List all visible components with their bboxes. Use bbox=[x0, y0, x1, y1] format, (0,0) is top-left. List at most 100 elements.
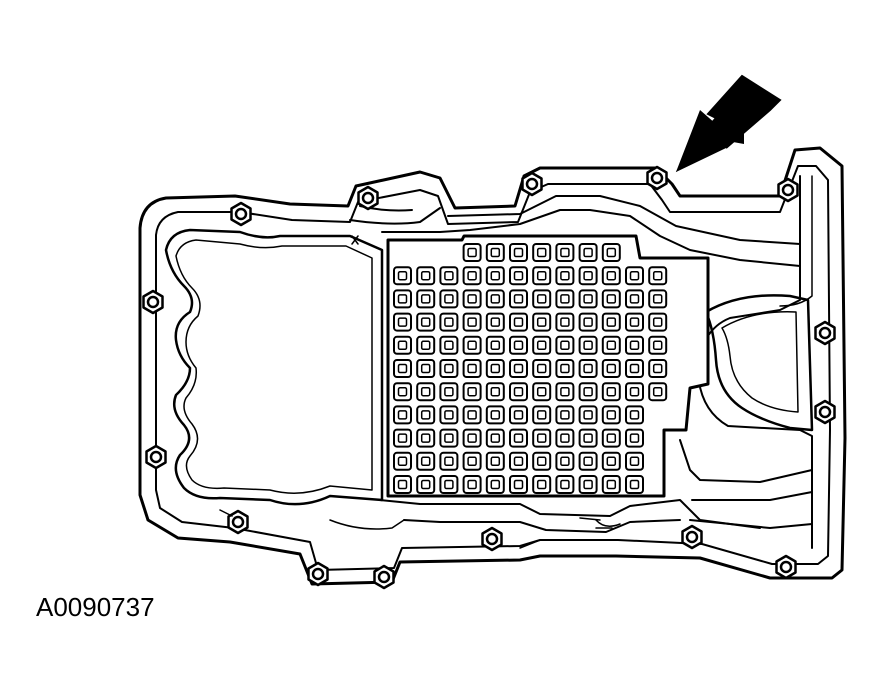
tray-cell bbox=[393, 382, 412, 402]
tray-cell bbox=[462, 243, 482, 262]
tray-cell bbox=[555, 335, 575, 355]
tray-cell-hole bbox=[560, 433, 570, 443]
tray-cell bbox=[532, 382, 552, 402]
tray-cell bbox=[439, 335, 459, 355]
tray-cell bbox=[578, 451, 598, 471]
bolt-center bbox=[234, 207, 248, 221]
tray-cell-hole bbox=[629, 340, 640, 351]
bolt-center bbox=[485, 532, 499, 546]
tray-cell-hole bbox=[606, 294, 617, 304]
tray-cell bbox=[509, 382, 528, 402]
bolt-center bbox=[231, 515, 245, 529]
tray-cell-hole bbox=[606, 433, 617, 443]
tray-cell-hole bbox=[606, 479, 617, 490]
right-rail-inner bbox=[779, 175, 813, 307]
bolt-center bbox=[650, 171, 664, 185]
tray-cell-hole bbox=[583, 340, 593, 351]
tray-cell bbox=[601, 451, 621, 471]
pointer-arrow-head bbox=[676, 100, 774, 172]
tray-cell bbox=[532, 289, 552, 309]
tray-cell-hole bbox=[629, 270, 640, 281]
tray-cell-hole bbox=[397, 317, 408, 327]
left-sump-contour bbox=[164, 228, 384, 506]
tray-cell bbox=[416, 428, 436, 448]
tray-cell bbox=[393, 289, 412, 309]
tray-cell-hole bbox=[420, 340, 431, 351]
pan-inner-flange bbox=[155, 165, 831, 571]
tray-cell-hole bbox=[606, 340, 617, 351]
tray-cell bbox=[462, 335, 482, 355]
bolt-center bbox=[685, 530, 699, 544]
lower-rail-2 bbox=[329, 519, 621, 530]
tray-cell-hole bbox=[420, 456, 431, 467]
tray-cell-hole bbox=[629, 456, 640, 467]
tray-cell bbox=[485, 359, 505, 378]
tray-cell-hole bbox=[583, 433, 593, 443]
bolt-center bbox=[377, 570, 391, 584]
tray-cell bbox=[485, 405, 505, 425]
tray-cell bbox=[439, 405, 459, 425]
tray-cell bbox=[439, 289, 459, 309]
tray-cell bbox=[509, 266, 528, 286]
tray-cell-hole bbox=[606, 456, 617, 467]
tray-cell-hole bbox=[490, 410, 501, 420]
tray-cell-hole bbox=[444, 386, 454, 397]
bolt-center bbox=[149, 450, 163, 464]
tray-cell-hole bbox=[536, 294, 547, 304]
tray-cell-hole bbox=[583, 410, 593, 420]
tray-cell-hole bbox=[629, 317, 640, 327]
tray-cell bbox=[532, 428, 552, 448]
tray-cell-hole bbox=[606, 386, 617, 397]
tray-cell bbox=[462, 289, 482, 309]
tray-cell bbox=[462, 359, 482, 378]
tray-cell bbox=[578, 312, 598, 332]
tray-cell bbox=[648, 382, 668, 402]
tray-cell bbox=[648, 359, 668, 378]
tray-cell bbox=[555, 405, 575, 425]
bolt-center bbox=[146, 295, 160, 309]
tray-cell-hole bbox=[444, 317, 454, 327]
tray-cell bbox=[462, 405, 482, 425]
tray-cell bbox=[393, 428, 412, 448]
tray-cell-hole bbox=[583, 386, 593, 397]
tray-cell bbox=[462, 475, 482, 494]
tray-cell bbox=[555, 243, 575, 262]
tray-cell bbox=[485, 451, 505, 471]
tray-cell bbox=[578, 475, 598, 494]
tray-cell bbox=[439, 382, 459, 402]
tray-cell bbox=[509, 428, 528, 448]
tray-cell-hole bbox=[583, 270, 593, 281]
tray-cell bbox=[509, 243, 528, 262]
tray-cell bbox=[485, 312, 505, 332]
tray-cell-hole bbox=[629, 294, 640, 304]
tray-cell-hole bbox=[560, 294, 570, 304]
tray-cell bbox=[439, 312, 459, 332]
tray-cell-hole bbox=[583, 294, 593, 304]
tray-cell-hole bbox=[536, 456, 547, 467]
tray-cell-hole bbox=[536, 386, 547, 397]
tray-cell bbox=[439, 475, 459, 494]
tray-cell bbox=[625, 266, 644, 286]
tray-cell-hole bbox=[536, 410, 547, 420]
tray-cell-hole bbox=[420, 479, 431, 490]
tray-cell-hole bbox=[536, 479, 547, 490]
tray-cell bbox=[439, 359, 459, 378]
tray-cell-hole bbox=[606, 247, 617, 258]
tray-cell-hole bbox=[420, 363, 431, 374]
tray-cell-hole bbox=[513, 270, 524, 281]
tray-cell-hole bbox=[652, 270, 663, 281]
tray-cell-hole bbox=[444, 340, 454, 351]
bolt-center bbox=[818, 405, 832, 419]
tray-cell-hole bbox=[490, 479, 501, 490]
tray-cell-hole bbox=[490, 317, 501, 327]
tray-cell-hole bbox=[606, 363, 617, 374]
tray-cell bbox=[485, 266, 505, 286]
tray-cell bbox=[485, 382, 505, 402]
tray-cell-hole bbox=[560, 479, 570, 490]
tray-cell bbox=[462, 382, 482, 402]
detail-marks bbox=[219, 235, 613, 549]
tray-cell bbox=[555, 312, 575, 332]
tray-cell-hole bbox=[560, 270, 570, 281]
tray-cell-hole bbox=[467, 317, 477, 327]
tray-cell-hole bbox=[420, 386, 431, 397]
